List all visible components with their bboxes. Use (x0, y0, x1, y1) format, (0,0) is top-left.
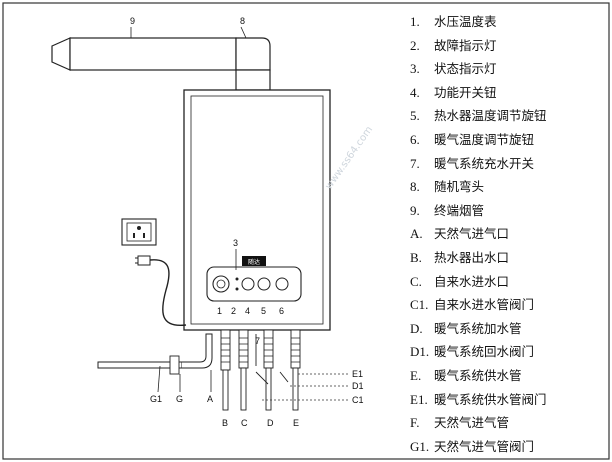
legend-item: 5. 热水器温度调节旋钮 (410, 104, 606, 128)
legend-text: 状态指示灯 (434, 61, 497, 77)
legend-text: 热水器出水口 (434, 249, 510, 265)
legend-text: 暖气温度调节旋钮 (434, 131, 535, 147)
fill-valve-label: 7 (255, 336, 260, 346)
legend-text: 终端烟管 (434, 202, 485, 218)
legend-key: 2. (410, 37, 420, 53)
callout-label-c1: C1 (352, 395, 364, 405)
legend-text: 暖气系统加水管 (434, 320, 522, 336)
control-label-6: 6 (279, 306, 284, 316)
control-label-4: 4 (245, 306, 250, 316)
legend-item: A. 天然气进气口 (410, 222, 606, 246)
legend-item: 3. 状态指示灯 (410, 57, 606, 81)
legend-item: E1. 暖气系统供水管阀门 (410, 388, 606, 412)
legend-text: 功能开关钮 (434, 84, 497, 100)
legend-key: E1. (410, 391, 428, 407)
legend-key: 8. (410, 179, 420, 195)
heating-temp-knob[interactable] (275, 277, 289, 291)
control-label-5: 5 (261, 306, 266, 316)
pipe-label-g: G (176, 394, 183, 404)
legend-text: 自来水进水口 (434, 273, 510, 289)
legend-key: 5. (410, 108, 420, 124)
control-label-2: 2 (231, 306, 236, 316)
legend-key: B. (410, 249, 422, 265)
legend-item: E. 暖气系统供水管 (410, 364, 606, 388)
legend-key: 6. (410, 131, 420, 147)
legend-item: 9. 终端烟管 (410, 199, 606, 223)
legend-key: 3. (410, 61, 420, 77)
legend-text: 热水器温度调节旋钮 (434, 108, 547, 124)
pipe-label-a: A (207, 394, 213, 404)
legend-item: 8. 随机弯头 (410, 175, 606, 199)
valve-callouts (262, 373, 348, 401)
control-label-1: 1 (217, 306, 222, 316)
legend-text: 天然气进气管阀门 (434, 438, 535, 454)
legend-text: 天然气进气管 (434, 415, 510, 431)
power-plug-icon (135, 255, 151, 266)
legend-key: C1. (410, 297, 429, 313)
legend-item: C1. 自来水进水管阀门 (410, 293, 606, 317)
pipe-label-d: D (267, 418, 274, 428)
pipe-label-e: E (293, 418, 299, 428)
flue-pipe (51, 37, 271, 91)
gas-pipe (97, 333, 213, 375)
callout-label-d1: D1 (352, 381, 364, 391)
legend-text: 故障指示灯 (434, 37, 497, 53)
legend-text: 暖气系统充水开关 (434, 155, 535, 171)
watermark: www.ss64.com (323, 124, 375, 191)
legend-text: 暖气系统供水管阀门 (434, 391, 547, 407)
legend-item: 4. 功能开关钮 (410, 81, 606, 105)
pipe-label-c: C (241, 418, 248, 428)
legend-text: 暖气系统回水阀门 (434, 344, 535, 360)
legend-key: 1. (410, 14, 420, 29)
legend-item: G1.天然气进气管阀门 (410, 435, 606, 459)
legend-key: D. (410, 320, 423, 336)
status-lamp-label: 3 (233, 238, 238, 248)
water-pipes (220, 329, 301, 411)
legend-key: F. (410, 415, 420, 431)
legend-text: 水压温度表 (434, 14, 497, 29)
legend-key: D1. (410, 344, 430, 360)
legend-key: 7. (410, 155, 420, 171)
panel-badge: 随达 (248, 258, 260, 266)
legend-item: D1.暖气系统回水阀门 (410, 340, 606, 364)
legend-item: D. 暖气系统加水管 (410, 317, 606, 341)
function-switch-knob[interactable] (241, 277, 255, 291)
flue-label-elbow: 8 (240, 16, 245, 26)
status-lamp-icon (235, 287, 239, 291)
legend-key: 9. (410, 202, 420, 218)
legend-text: 天然气进气口 (434, 226, 510, 242)
legend-item: 2. 故障指示灯 (410, 34, 606, 58)
parts-legend: 1. 水压温度表 2. 故障指示灯 3. 状态指示灯 4. 功能开关钮 5. 热水器温度调节旋钮 6… (410, 10, 606, 458)
legend-item: F. 天然气进气管 (410, 411, 606, 435)
legend-key: A. (410, 226, 423, 242)
legend-item: C. 自来水进水口 (410, 270, 606, 294)
legend-item: 6. 暖气温度调节旋钮 (410, 128, 606, 152)
legend-item: B. 热水器出水口 (410, 246, 606, 270)
legend-key: E. (410, 367, 422, 383)
legend-key: 4. (410, 84, 420, 100)
wall-socket-icon (121, 218, 157, 246)
legend-key: G1. (410, 438, 430, 454)
pipe-label-g1: G1 (150, 394, 162, 404)
water-temp-knob[interactable] (257, 277, 271, 291)
legend-item: 1. 水压温度表 (410, 10, 606, 34)
legend-text: 自来水进水管阀门 (434, 297, 535, 313)
pipe-label-b: B (222, 418, 228, 428)
pressure-gauge-icon (212, 275, 230, 293)
flue-label-terminal: 9 (130, 16, 135, 26)
fault-lamp-icon (235, 277, 239, 281)
legend-key: C. (410, 273, 422, 289)
callout-label-e1: E1 (352, 369, 363, 379)
power-cord (149, 259, 187, 327)
legend-item: 7. 暖气系统充水开关 (410, 152, 606, 176)
legend-text: 暖气系统供水管 (434, 367, 522, 383)
legend-text: 随机弯头 (434, 179, 485, 195)
